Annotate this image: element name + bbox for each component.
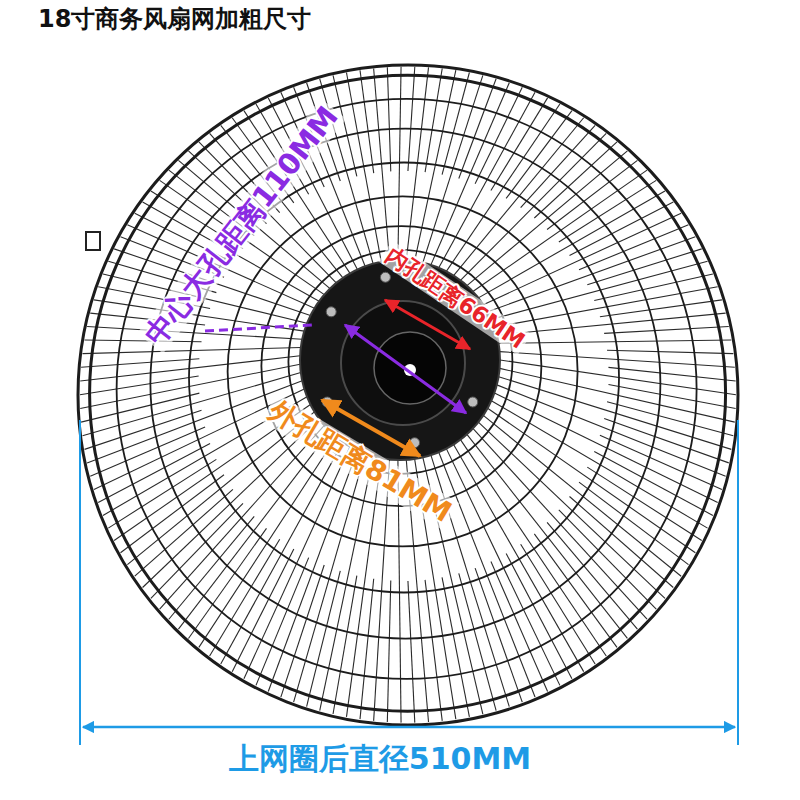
grille-spoke bbox=[442, 577, 469, 717]
grille-spoke bbox=[587, 249, 701, 285]
grille-spoke bbox=[497, 385, 726, 476]
rim-clip bbox=[86, 232, 100, 250]
grille-spoke bbox=[85, 340, 202, 342]
grille-spoke bbox=[108, 459, 216, 528]
grille-spoke bbox=[160, 425, 325, 609]
grille-spoke bbox=[425, 68, 442, 172]
leader-line bbox=[205, 325, 312, 331]
grille-spoke bbox=[408, 581, 415, 723]
grille-spoke bbox=[600, 435, 722, 489]
grille-spoke bbox=[559, 180, 656, 242]
grille-spoke bbox=[483, 213, 681, 304]
grille-spoke bbox=[494, 393, 717, 503]
grille-spoke bbox=[488, 408, 696, 553]
grille-spoke bbox=[459, 79, 496, 179]
grille-ring bbox=[90, 75, 726, 711]
grille-spoke bbox=[387, 67, 390, 171]
grille-spoke bbox=[90, 427, 205, 476]
dimension-arrow bbox=[345, 325, 466, 413]
grille-spoke bbox=[333, 576, 357, 714]
extension-line bbox=[737, 420, 739, 745]
dimension-label-wrap: 上网圈后直径510MM bbox=[226, 742, 534, 777]
grille-spoke bbox=[439, 452, 535, 697]
grille-spoke bbox=[491, 261, 707, 319]
grille-ring bbox=[261, 226, 541, 506]
screw-hole bbox=[326, 307, 336, 317]
grille-spoke bbox=[608, 367, 735, 381]
grille-spoke bbox=[547, 160, 637, 229]
fan-grille bbox=[78, 65, 738, 725]
center-hole bbox=[374, 332, 446, 404]
grille-spoke bbox=[81, 359, 199, 367]
grille-spoke bbox=[607, 350, 733, 353]
grille-spoke bbox=[221, 442, 343, 664]
grille-spoke bbox=[268, 450, 357, 691]
grille-spoke bbox=[151, 503, 243, 598]
grille-spoke bbox=[473, 170, 647, 291]
grille-spoke bbox=[483, 415, 681, 576]
grille-spoke bbox=[188, 528, 266, 638]
grille-spoke bbox=[491, 98, 548, 191]
grille-spoke bbox=[587, 467, 701, 540]
screw-hole bbox=[410, 438, 420, 448]
grille-ring bbox=[117, 99, 697, 679]
screw-hole bbox=[380, 272, 390, 282]
screw-hole bbox=[468, 397, 478, 407]
grille-spoke bbox=[244, 447, 350, 679]
grille-spoke bbox=[594, 274, 713, 301]
grille-ring bbox=[78, 65, 738, 725]
hub-inner-disk bbox=[341, 301, 465, 425]
grille-spoke bbox=[360, 70, 374, 173]
grille-spoke bbox=[446, 449, 560, 686]
grille-spoke bbox=[604, 327, 729, 334]
grille-spoke bbox=[478, 422, 665, 598]
grille-ring bbox=[228, 196, 578, 546]
grille-spoke bbox=[475, 568, 522, 702]
extension-line bbox=[79, 420, 81, 745]
grille-spoke bbox=[600, 300, 722, 317]
grille-spoke bbox=[387, 581, 390, 722]
grille-spoke bbox=[608, 385, 735, 409]
grille-spoke bbox=[83, 373, 301, 436]
title-wrap: 18寸商务风扇网加粗尺寸 bbox=[38, 6, 311, 34]
grille-spoke bbox=[521, 125, 595, 207]
dimension-lines bbox=[80, 300, 738, 745]
grille-spoke bbox=[256, 558, 309, 686]
grille-spoke bbox=[454, 444, 584, 671]
grille-spoke bbox=[408, 67, 415, 171]
dimension-label: 上网圈后直径510MM bbox=[226, 742, 534, 777]
grille-spoke bbox=[425, 580, 442, 721]
grille-spoke bbox=[81, 393, 199, 422]
dimension-arrow bbox=[83, 726, 735, 729]
grille-spoke bbox=[506, 554, 572, 679]
grille-spoke bbox=[488, 237, 696, 312]
grille-spoke bbox=[460, 440, 606, 656]
grille-spoke bbox=[579, 225, 688, 270]
grille-ring bbox=[150, 129, 660, 639]
grille-spoke bbox=[491, 561, 548, 691]
diagram-title: 18寸商务风扇网加粗尺寸 bbox=[38, 6, 311, 34]
